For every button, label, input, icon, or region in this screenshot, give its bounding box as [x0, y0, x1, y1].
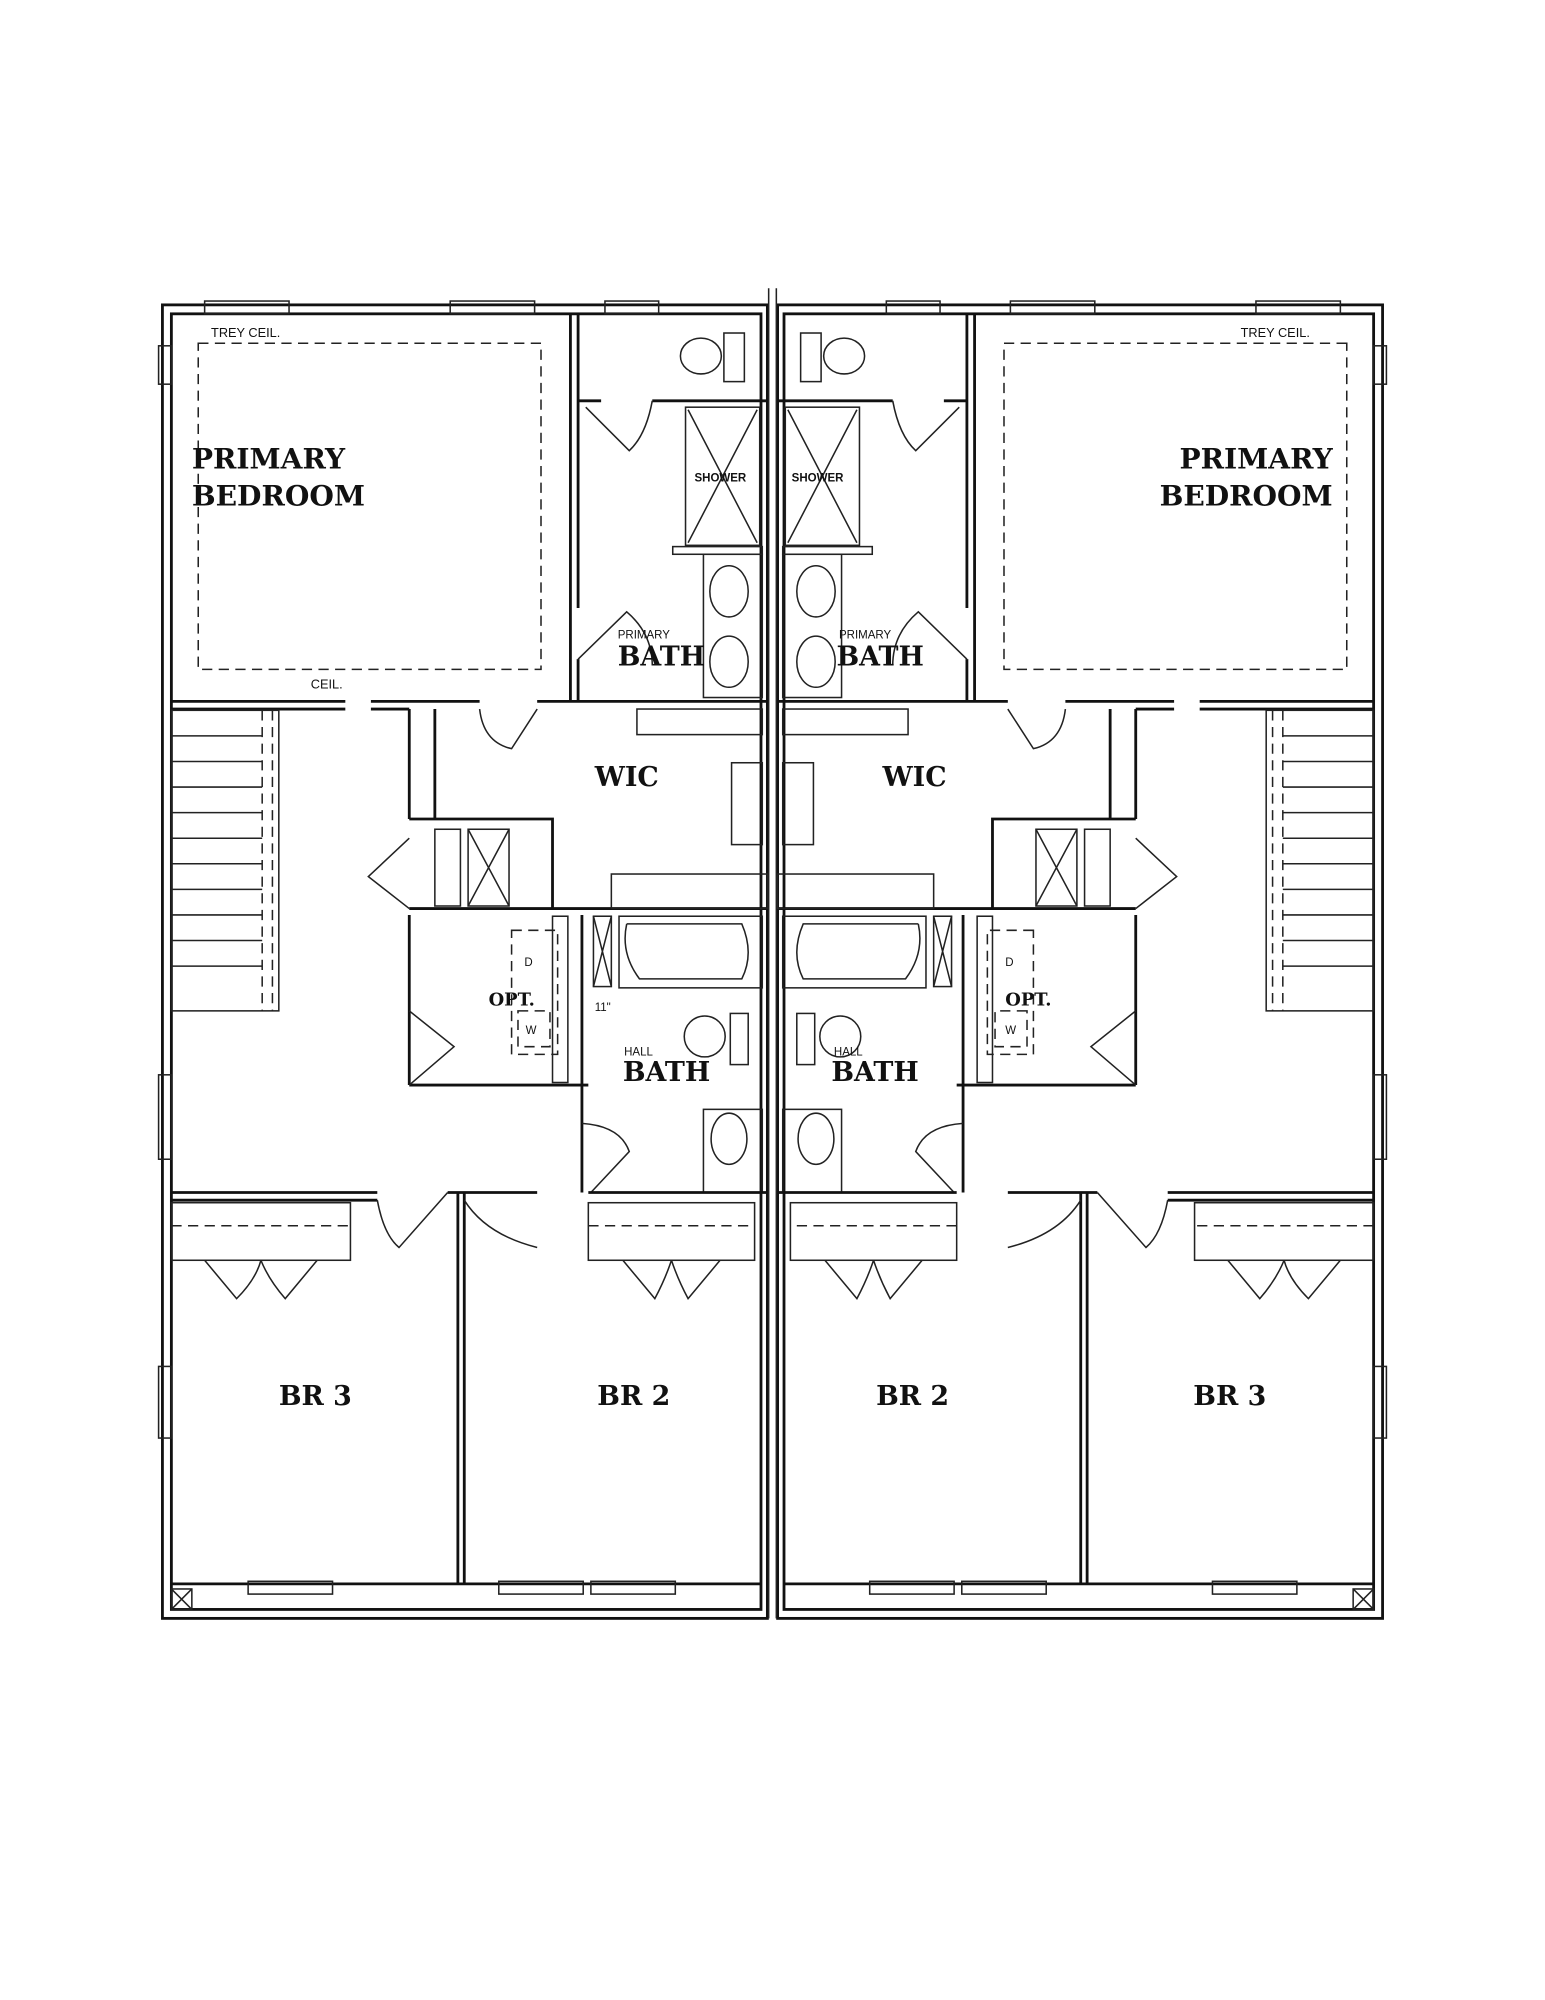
primary-bath-label-small: PRIMARY: [618, 630, 671, 642]
primary-bath-label-small: PRIMARY: [839, 630, 892, 642]
party-wall: [767, 288, 778, 1619]
room-label-primary-bath: BATH: [618, 642, 705, 673]
room-label-primary-bedroom-2: BEDROOM: [1160, 480, 1333, 513]
room-label-br2: BR 2: [876, 1381, 949, 1412]
ceiling-note: CEIL.: [311, 677, 343, 692]
room-label-br3: BR 3: [1193, 1381, 1266, 1412]
hall-bath-label-small: HALL: [624, 1047, 653, 1059]
left-unit-labels: TREY CEIL. PRIMARY BEDROOM CEIL. SHOWER …: [192, 325, 747, 1412]
room-label-laundry: OPT.: [1005, 990, 1051, 1011]
room-label-hall-bath: BATH: [623, 1057, 710, 1088]
dryer-label: D: [1005, 957, 1013, 969]
washer-label: W: [526, 1025, 537, 1037]
shower-label: SHOWER: [694, 472, 746, 484]
right-unit-labels: TREY CEIL. PRIMARY BEDROOM SHOWER PRIMAR…: [792, 325, 1334, 1412]
dryer-label: D: [524, 957, 532, 969]
trey-ceiling-note: TREY CEIL.: [211, 325, 280, 340]
room-label-wic: WIC: [594, 762, 659, 793]
shower-label: SHOWER: [792, 472, 844, 484]
dimension-note: 11": [595, 1002, 611, 1014]
room-label-br2: BR 2: [597, 1381, 670, 1412]
room-label-wic: WIC: [881, 762, 946, 793]
room-label-primary-bedroom-2: BEDROOM: [192, 480, 365, 513]
room-label-primary-bedroom: PRIMARY: [1179, 443, 1333, 476]
room-label-primary-bedroom: PRIMARY: [192, 443, 346, 476]
room-label-laundry: OPT.: [489, 990, 535, 1011]
room-label-br3: BR 3: [279, 1381, 352, 1412]
hall-bath-label-small: HALL: [834, 1047, 863, 1059]
room-label-primary-bath: BATH: [836, 642, 923, 673]
washer-label: W: [1005, 1025, 1016, 1037]
trey-ceiling-note: TREY CEIL.: [1241, 325, 1310, 340]
room-label-hall-bath: BATH: [831, 1057, 918, 1088]
